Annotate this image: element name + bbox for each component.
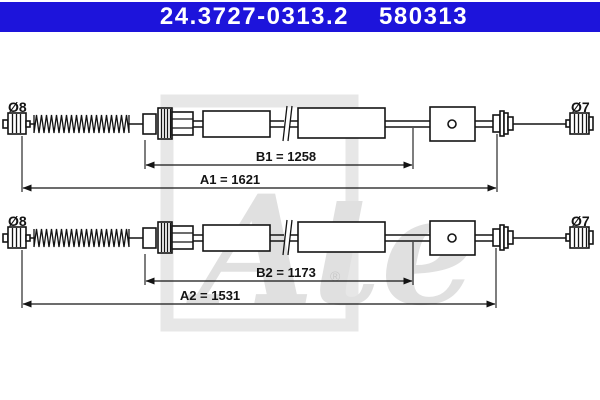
registered-trademark-icon: ®	[330, 268, 341, 284]
ate-logo-frame	[160, 94, 359, 332]
dimension-a2-extension-lines	[21, 248, 497, 308]
dimension-a2-label: A2 = 1531	[180, 288, 240, 303]
part-number: 24.3727-0313.2	[159, 3, 350, 30]
dimension-a1: A1 = 1621	[21, 134, 498, 192]
dimension-b2-label: B2 = 1173	[256, 265, 316, 280]
dimension-a1-extension-lines	[21, 134, 498, 192]
dimension-b2-extension-lines	[144, 242, 414, 285]
dimension-b1-label: B1 = 1258	[256, 149, 316, 164]
dimension-b2: B2 = 1173	[144, 242, 414, 285]
reference-number: 580313	[379, 3, 469, 30]
dimension-b1-extension-lines	[144, 128, 414, 169]
dimension-b1: B1 = 1258	[144, 128, 414, 169]
dimension-a1-label: A1 = 1621	[200, 172, 260, 187]
dimension-a2: A2 = 1531	[21, 248, 497, 308]
part-number-header: 24.3727-0313.2 580313	[0, 2, 600, 32]
